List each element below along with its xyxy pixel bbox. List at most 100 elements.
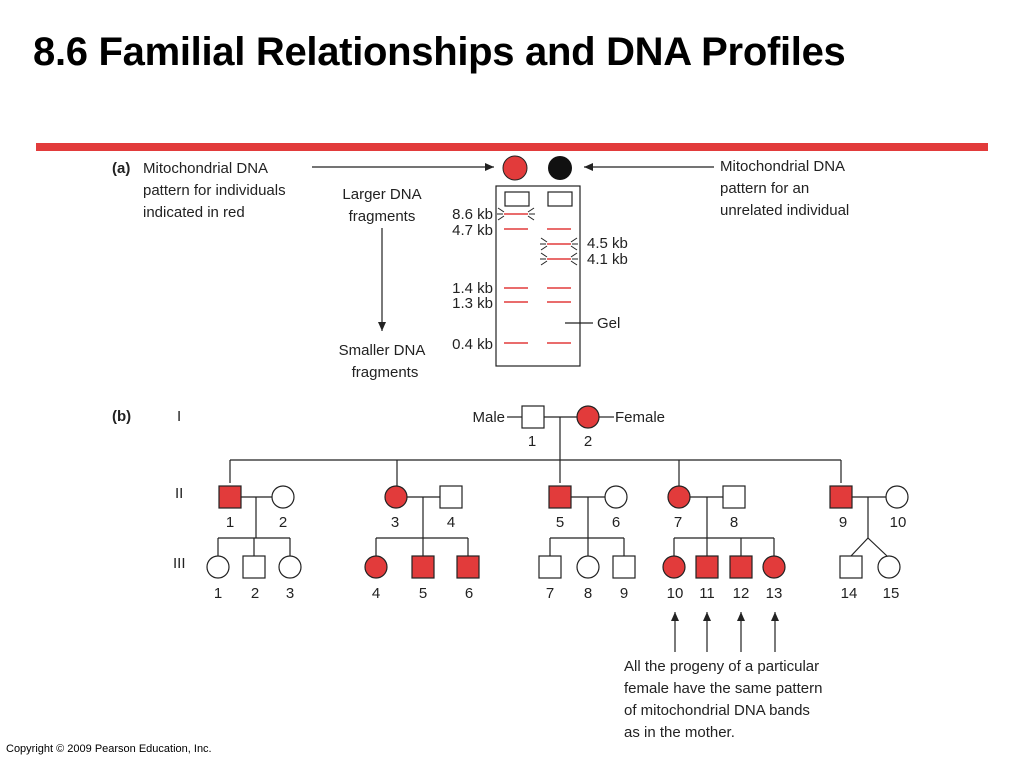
gel-well-right [547,191,573,207]
band-label-4-1: 4.1 kb [587,251,628,268]
progeny-note-line-3: of mitochondrial DNA bands [624,702,810,719]
gen3-7 [538,555,562,579]
progeny-arrows [671,612,779,652]
title-divider [36,143,988,151]
female-label: Female [615,409,665,426]
gen2-number-8: 8 [730,514,738,531]
gen3-11 [695,555,719,579]
progeny-note-line-2: female have the same pattern [624,680,822,697]
gel-box [495,185,581,367]
smaller-fragments-line-1: Smaller DNA [339,342,426,359]
gen2-number-10: 10 [890,514,907,531]
gen2-number-6: 6 [612,514,620,531]
gen2-male-9 [829,485,853,509]
band-label-0-4: 0.4 kb [452,336,493,353]
part-a-label: (a) [112,160,130,177]
page-title: 8.6 Familial Relationships and DNA Profi… [33,30,846,74]
red-individual-symbol [502,155,528,181]
copyright-notice: Copyright © 2009 Pearson Education, Inc. [6,743,212,755]
gen2-male-4 [439,485,463,509]
gen3-6 [456,555,480,579]
gen3-number-4: 4 [372,585,380,602]
generation-III-label: III [173,555,186,572]
gen2-male-8 [722,485,746,509]
gen3-number-14: 14 [841,585,858,602]
gen3-number-10: 10 [667,585,684,602]
band-label-4-5: 4.5 kb [587,235,628,252]
gen3-5 [411,555,435,579]
band-label-1-3: 1.3 kb [452,295,493,312]
gen3-3 [278,555,302,579]
gel-well-left [504,191,530,207]
male-label: Male [472,409,505,426]
gen3-number-6: 6 [465,585,473,602]
gen3-sibship-lines [217,497,888,557]
gen3-number-9: 9 [620,585,628,602]
band-highlight-marks [497,207,578,266]
right-note-line-3: unrelated individual [720,202,849,219]
gen1-number-1: 1 [528,433,536,450]
gen3-1 [206,555,230,579]
gen3-number-7: 7 [546,585,554,602]
gen2-number-9: 9 [839,514,847,531]
gen3-number-13: 13 [766,585,783,602]
generation-II-label: II [175,485,183,502]
band-label-1-4: 1.4 kb [452,280,493,297]
gen3-number-2: 2 [251,585,259,602]
gen3-number-3: 3 [286,585,294,602]
gel-label: Gel [597,315,620,332]
generation-I-label: I [177,408,181,425]
gen3-number-1: 1 [214,585,222,602]
progeny-note-line-4: as in the mother. [624,724,735,741]
gen2-numbers: 1 2 3 4 5 6 7 8 9 10 [226,514,907,531]
gen2-number-3: 3 [391,514,399,531]
gen3-4 [364,555,388,579]
gen3-13 [762,555,786,579]
gen3-number-8: 8 [584,585,592,602]
gen2-sibship-lines [229,417,842,486]
gen3-12 [729,555,753,579]
gen1-number-2: 2 [584,433,592,450]
right-note-line-1: Mitochondrial DNA [720,158,845,175]
right-note-line-2: pattern for an [720,180,809,197]
gen2-female-7 [667,485,691,509]
left-note-line-3: indicated in red [143,204,245,221]
part-b-label: (b) [112,408,131,425]
gen3-8 [576,555,600,579]
left-note-line-1: Mitochondrial DNA [143,160,268,177]
gen2-female-3 [384,485,408,509]
left-note-line-2: pattern for individuals [143,182,286,199]
gen3-14 [839,555,863,579]
gen3-individuals [206,555,901,579]
gen2-male-5 [548,485,572,509]
gen3-10 [662,555,686,579]
gen3-number-12: 12 [733,585,750,602]
band-label-4-7: 4.7 kb [452,222,493,239]
gen2-number-2: 2 [279,514,287,531]
band-label-8-6: 8.6 kb [452,206,493,223]
gen2-female-2 [271,485,295,509]
gen1-female-2 [576,405,600,429]
gen2-number-5: 5 [556,514,564,531]
gen3-15 [877,555,901,579]
gen2-male-1 [218,485,242,509]
gen2-number-4: 4 [447,514,455,531]
larger-fragments-line-2: fragments [349,208,416,225]
gen2-female-6 [604,485,628,509]
progeny-note-line-1: All the progeny of a particular [624,658,819,675]
unrelated-individual-symbol [548,156,572,180]
gen3-number-5: 5 [419,585,427,602]
gen2-individuals [218,485,909,509]
gen2-number-7: 7 [674,514,682,531]
gen1-male-1 [521,405,545,429]
gen3-number-11: 11 [699,585,715,602]
larger-fragments-line-1: Larger DNA [342,186,421,203]
gen3-number-15: 15 [883,585,900,602]
gen3-2 [242,555,266,579]
gen3-numbers: 1 2 3 4 5 6 7 8 9 10 11 12 13 14 15 [214,585,900,602]
gen3-9 [612,555,636,579]
smaller-fragments-line-2: fragments [352,364,419,381]
gen2-female-10 [885,485,909,509]
gen2-number-1: 1 [226,514,234,531]
